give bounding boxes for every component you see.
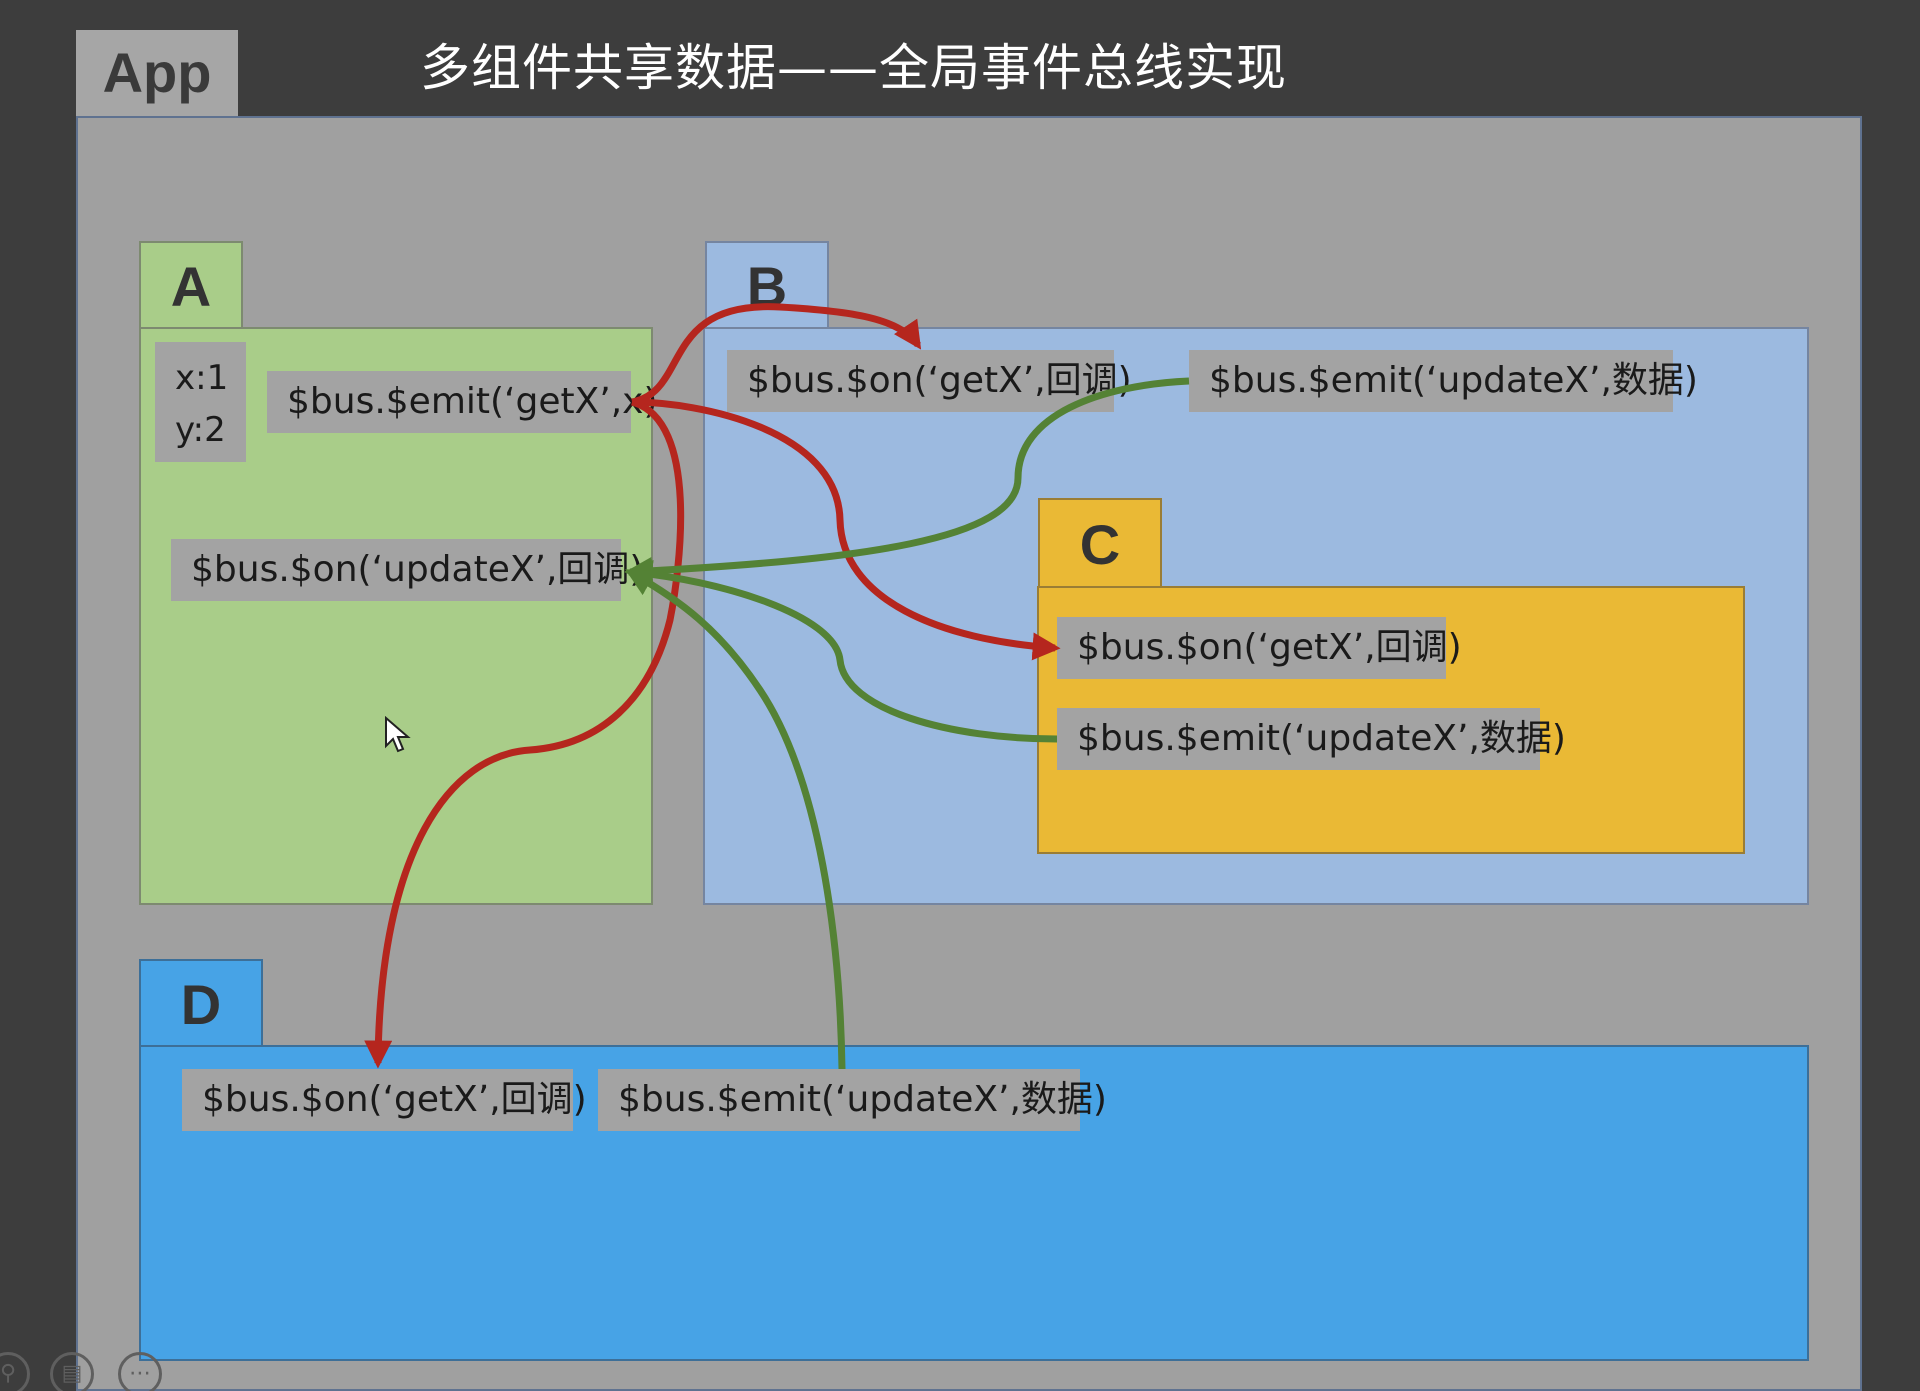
- component-b-tab: B: [705, 241, 829, 329]
- component-c-tab: C: [1038, 498, 1162, 588]
- b-on-getx: $bus.$on(‘getX’,回调): [727, 350, 1132, 412]
- component-a-tab: A: [139, 241, 243, 329]
- component-d-tab: D: [139, 959, 263, 1047]
- slide-toolbar: ⚲ ▤ ⋯: [0, 1352, 180, 1391]
- state-y: y:2: [175, 410, 226, 450]
- more-icon[interactable]: ⋯: [118, 1352, 162, 1391]
- d-emit-updatex: $bus.$emit(‘updateX’,数据): [598, 1069, 1107, 1131]
- state-x: x:1: [175, 358, 229, 398]
- page-icon[interactable]: ▤: [50, 1352, 94, 1391]
- diagram-title: 多组件共享数据——全局事件总线实现: [420, 39, 1287, 97]
- c-emit-updatex: $bus.$emit(‘updateX’,数据): [1057, 708, 1566, 770]
- a-on-updatex: $bus.$on(‘updateX’,回调): [171, 539, 643, 601]
- b-emit-updatex: $bus.$emit(‘updateX’,数据): [1189, 350, 1698, 412]
- search-icon[interactable]: ⚲: [0, 1352, 30, 1391]
- a-emit-getx: $bus.$emit(‘getX’,x): [267, 371, 658, 433]
- d-on-getx: $bus.$on(‘getX’,回调): [182, 1069, 587, 1131]
- c-on-getx: $bus.$on(‘getX’,回调): [1057, 617, 1462, 679]
- app-tab: App: [76, 30, 238, 116]
- mouse-cursor-icon: [385, 716, 411, 753]
- component-a-state: x:1 y:2: [155, 342, 246, 462]
